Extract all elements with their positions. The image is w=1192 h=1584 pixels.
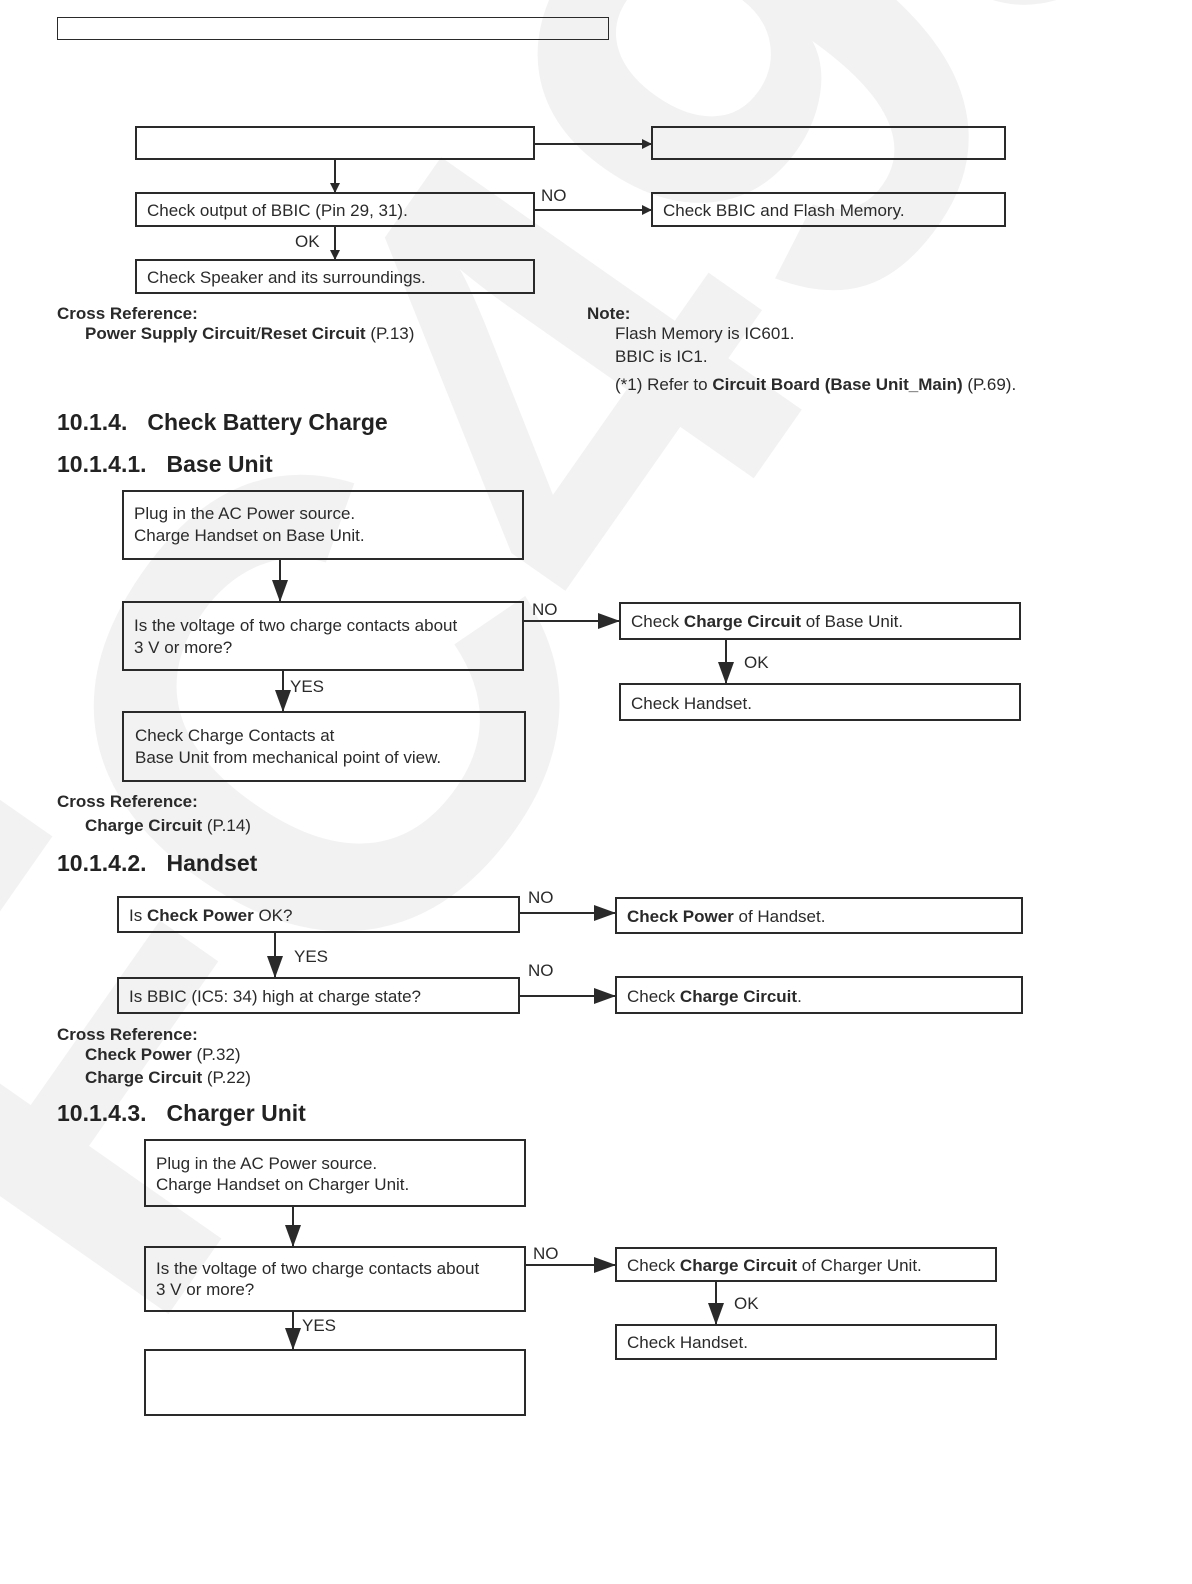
flow-box-base-plug: Plug in the AC Power source. Charge Hand… bbox=[122, 490, 524, 560]
note-link[interactable]: Circuit Board (Base Unit_Main) bbox=[712, 375, 963, 394]
flow-box-text: Check Handset. bbox=[631, 694, 752, 713]
cross-reference-item: Charge Circuit (P.14) bbox=[85, 816, 251, 836]
flow-box-text: Base Unit from mechanical point of view. bbox=[135, 748, 442, 767]
note-page: (P.69). bbox=[962, 375, 1017, 394]
label-no: NO bbox=[533, 1244, 559, 1263]
flow-box-text: 3 V or more? bbox=[134, 638, 233, 657]
flow-box-charger-charge-circuit: Check Charge Circuit of Charger Unit. bbox=[615, 1247, 997, 1282]
xref-link[interactable]: Charge Circuit bbox=[85, 816, 203, 835]
section-heading-battery: 10.1.4. Check Battery Charge bbox=[57, 409, 388, 436]
label-ok: OK bbox=[295, 232, 320, 251]
flow-box-text: Is the voltage of two charge contacts ab… bbox=[134, 616, 458, 635]
label-yes: YES bbox=[302, 1316, 337, 1335]
note-title: Note: bbox=[587, 304, 631, 323]
section-heading-charger-unit: 10.1.4.3. Charger Unit bbox=[57, 1100, 306, 1127]
cross-reference-title: Cross Reference: bbox=[57, 792, 198, 811]
section-number: 10.1.4.1. bbox=[57, 451, 147, 477]
flow-box-text: Check BBIC and Flash Memory. bbox=[663, 201, 905, 220]
flow-box-text: Is Check Power OK? bbox=[129, 906, 293, 925]
xref-link[interactable]: Power Supply Circuit bbox=[85, 324, 256, 343]
section-title: Handset bbox=[166, 850, 258, 876]
flow-box-check-speaker: Check Speaker and its surroundings. bbox=[135, 259, 535, 294]
label-no: NO bbox=[528, 961, 554, 980]
flow-box-handset-charge-circuit: Check Charge Circuit. bbox=[615, 976, 1023, 1014]
flow-box-handset-check-power: Check Power of Handset. bbox=[615, 897, 1023, 934]
section-title: Base Unit bbox=[166, 451, 273, 477]
section-heading-base-unit: 10.1.4.1. Base Unit bbox=[57, 451, 273, 478]
flow-box-text: Charge Handset on Charger Unit. bbox=[156, 1175, 410, 1194]
flow-box-text: Check Charge Circuit. bbox=[627, 987, 802, 1006]
label-ok: OK bbox=[744, 653, 769, 672]
xref-page: (P.13) bbox=[365, 324, 415, 343]
label-no: NO bbox=[532, 600, 558, 619]
flow-box-text: 3 V or more? bbox=[156, 1280, 255, 1299]
section-title: Charger Unit bbox=[166, 1100, 306, 1126]
xref-page: (P.32) bbox=[191, 1045, 241, 1064]
cross-reference-item: Charge Circuit (P.22) bbox=[85, 1068, 251, 1088]
flow-box-text: Plug in the AC Power source. bbox=[134, 504, 356, 523]
section-title: Check Battery Charge bbox=[147, 409, 388, 435]
flow-box-handset-power-question: Is Check Power OK? bbox=[117, 896, 520, 933]
section-number: 10.1.4. bbox=[57, 409, 128, 435]
flow-box-base-voltage: Is the voltage of two charge contacts ab… bbox=[122, 601, 524, 671]
flow-box-charger-handset: Check Handset. bbox=[615, 1324, 997, 1360]
label-yes: YES bbox=[290, 677, 325, 696]
page-header-box bbox=[57, 17, 609, 40]
note-line: Flash Memory is IC601. bbox=[615, 324, 795, 343]
label-no: NO bbox=[528, 888, 554, 907]
flow-box-text: Check Speaker and its surroundings. bbox=[147, 268, 426, 287]
flow-box-base-handset: Check Handset. bbox=[619, 683, 1021, 721]
flow-box-charger-voltage: Is the voltage of two charge contacts ab… bbox=[144, 1246, 526, 1312]
note-text: (*1) Refer to bbox=[615, 375, 713, 394]
xref-separator: / bbox=[255, 324, 261, 343]
xref-page: (P.22) bbox=[202, 1068, 251, 1087]
flow-box-text: Charge Handset on Base Unit. bbox=[134, 526, 365, 545]
cross-reference-title: Cross Reference: bbox=[57, 1025, 198, 1044]
flow-box-charger-bottom-blank bbox=[144, 1349, 526, 1416]
flow-box-text: Is BBIC (IC5: 34) high at charge state? bbox=[129, 987, 421, 1006]
cross-reference-item: Check Power (P.32) bbox=[85, 1045, 241, 1065]
flow-box-check-bbic: Check BBIC and Flash Memory. bbox=[651, 192, 1006, 227]
flow-box-top-left-blank bbox=[135, 126, 535, 160]
flow-box-top-right-blank bbox=[651, 126, 1006, 160]
flow-box-text: Check Charge Circuit of Base Unit. bbox=[631, 612, 904, 631]
flow-box-text: Check Charge Contacts at bbox=[135, 726, 335, 745]
xref-link[interactable]: Charge Circuit bbox=[85, 1068, 203, 1087]
flow-box-check-output: Check output of BBIC (Pin 29, 31). bbox=[135, 192, 535, 227]
flow-box-text: Check Handset. bbox=[627, 1333, 748, 1352]
flow-box-text: Check Charge Circuit of Charger Unit. bbox=[627, 1256, 922, 1275]
label-no: NO bbox=[541, 186, 567, 205]
cross-reference-title: Cross Reference: bbox=[57, 304, 198, 323]
section-number: 10.1.4.3. bbox=[57, 1100, 147, 1126]
xref-link[interactable]: Reset Circuit bbox=[260, 324, 366, 343]
flow-box-base-charge-circuit: Check Charge Circuit of Base Unit. bbox=[619, 602, 1021, 640]
flow-box-text: Plug in the AC Power source. bbox=[156, 1154, 378, 1173]
flow-box-handset-bbic-question: Is BBIC (IC5: 34) high at charge state? bbox=[117, 977, 520, 1014]
flow-box-text: Check output of BBIC (Pin 29, 31). bbox=[147, 201, 408, 220]
label-ok: OK bbox=[734, 1294, 759, 1313]
xref-link[interactable]: Check Power bbox=[85, 1045, 192, 1064]
flow-box-text: Check Power of Handset. bbox=[627, 907, 826, 926]
xref-page: (P.14) bbox=[202, 816, 251, 835]
section-number: 10.1.4.2. bbox=[57, 850, 147, 876]
flow-box-text: Is the voltage of two charge contacts ab… bbox=[156, 1259, 480, 1278]
note-line: (*1) Refer to Circuit Board (Base Unit_M… bbox=[615, 375, 1016, 395]
flow-box-charger-plug: Plug in the AC Power source. Charge Hand… bbox=[144, 1139, 526, 1207]
note-line: BBIC is IC1. bbox=[615, 347, 708, 366]
flow-box-base-contacts: Check Charge Contacts at Base Unit from … bbox=[122, 711, 526, 782]
cross-reference-item: Power Supply Circuit/Reset Circuit (P.13… bbox=[85, 324, 414, 344]
section-heading-handset: 10.1.4.2. Handset bbox=[57, 850, 257, 877]
label-yes: YES bbox=[294, 947, 329, 966]
